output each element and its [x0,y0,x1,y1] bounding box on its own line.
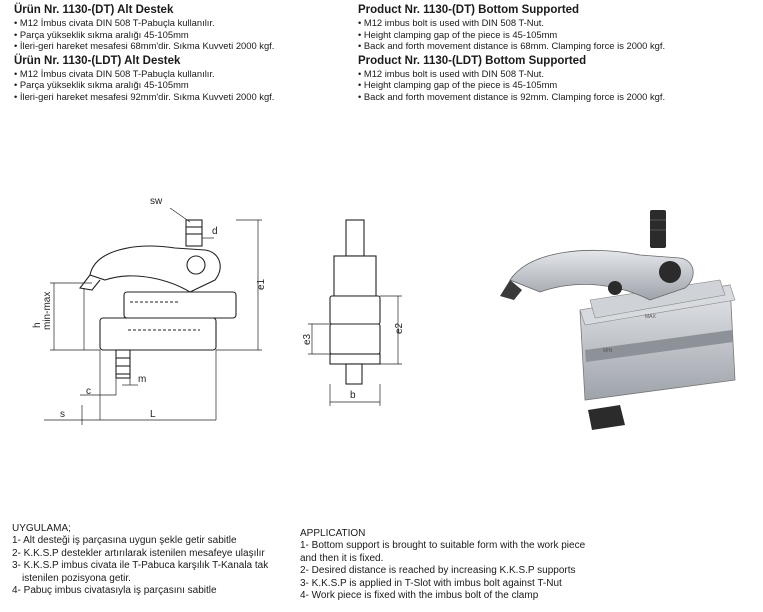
spec-line: • Height clamping gap of the piece is 45… [358,79,558,91]
application-line: 4- Work piece is fixed with the imbus bo… [300,590,539,601]
application-section: APPLICATION 1- Bottom support is brought… [300,527,620,603]
spec-line: • Height clamping gap of the piece is 45… [358,28,558,40]
label-L: L [150,409,156,420]
spec-title-tr-ldt: Ürün Nr. 1130-(LDT) Alt Destek [14,54,181,67]
label-h: h [32,322,43,328]
front-view-drawing: e2 e3 b [302,219,405,406]
spec-line: • İleri-geri hareket mesafesi 68mm'dir. … [14,40,275,52]
label-e1: e1 [256,278,267,290]
uygulama-line: 4- Pabuç imbus civatasıyla iş parçasını … [12,585,217,596]
spec-line: • İleri-geri hareket mesafesi 92mm'dir. … [14,90,275,102]
spec-title-en-dt: Product Nr. 1130-(DT) Bottom Supported [358,4,580,16]
uygulama-line: 3- K.K.S.P imbus civata ile T-Pabuca kar… [12,560,269,571]
label-sw: sw [150,196,163,207]
spec-line: • M12 İmbus civata DIN 508 T-Pabuçla kul… [14,67,215,79]
side-view-drawing: sw d e1 h min-max c m s L [32,196,267,425]
label-e2: e2 [394,322,405,334]
uygulama-line: 2- K.K.S.P destekler artırılarak istenil… [12,547,265,559]
spec-line: • Parça yükseklik sıkma aralığı 45-105mm [14,28,189,40]
product-photo: MAX MIN [500,210,736,430]
application-line: 3- K.K.S.P is applied in T-Slot with imb… [300,577,562,589]
engraving-max: MAX [645,314,657,320]
label-d: d [212,226,218,237]
label-e3: e3 [302,333,313,345]
spec-line: • Back and forth movement distance is 68… [358,40,666,52]
application-line: 1- Bottom support is brought to suitable… [300,540,586,551]
spec-line: • M12 imbus bolt is used with DIN 508 T-… [358,17,544,28]
english-specs: Product Nr. 1130-(DT) Bottom Supported •… [358,3,758,103]
label-c: c [86,386,91,397]
label-m: m [138,374,146,385]
spec-line: • Back and forth movement distance is 92… [358,90,666,102]
label-b: b [350,390,356,401]
spec-line: • M12 imbus bolt is used with DIN 508 T-… [358,67,544,79]
uygulama-line: istenilen pozisyona getir. [22,572,131,584]
application-title: APPLICATION [300,528,366,539]
turkish-specs: Ürün Nr. 1130-(DT) Alt Destek • M12 İmbu… [14,3,344,103]
application-line: 2- Desired distance is reached by increa… [300,565,576,576]
label-min-max: min-max [42,292,53,330]
uygulama-section: UYGULAMA; 1- Alt desteği iş parçasına uy… [12,522,292,598]
engraving-min: MIN [603,348,613,354]
spec-line: • Parça yükseklik sıkma aralığı 45-105mm [14,79,189,91]
uygulama-line: 1- Alt desteği iş parçasına uygun şekle … [12,535,237,546]
spec-title-tr-dt: Ürün Nr. 1130-(DT) Alt Destek [14,4,174,16]
spec-line: • M12 İmbus civata DIN 508 T-Pabuçla kul… [14,17,215,28]
label-s: s [60,409,65,420]
uygulama-title: UYGULAMA; [12,523,71,534]
spec-title-en-ldt: Product Nr. 1130-(LDT) Bottom Supported [358,54,587,67]
application-line: and then it is fixed. [300,552,384,564]
